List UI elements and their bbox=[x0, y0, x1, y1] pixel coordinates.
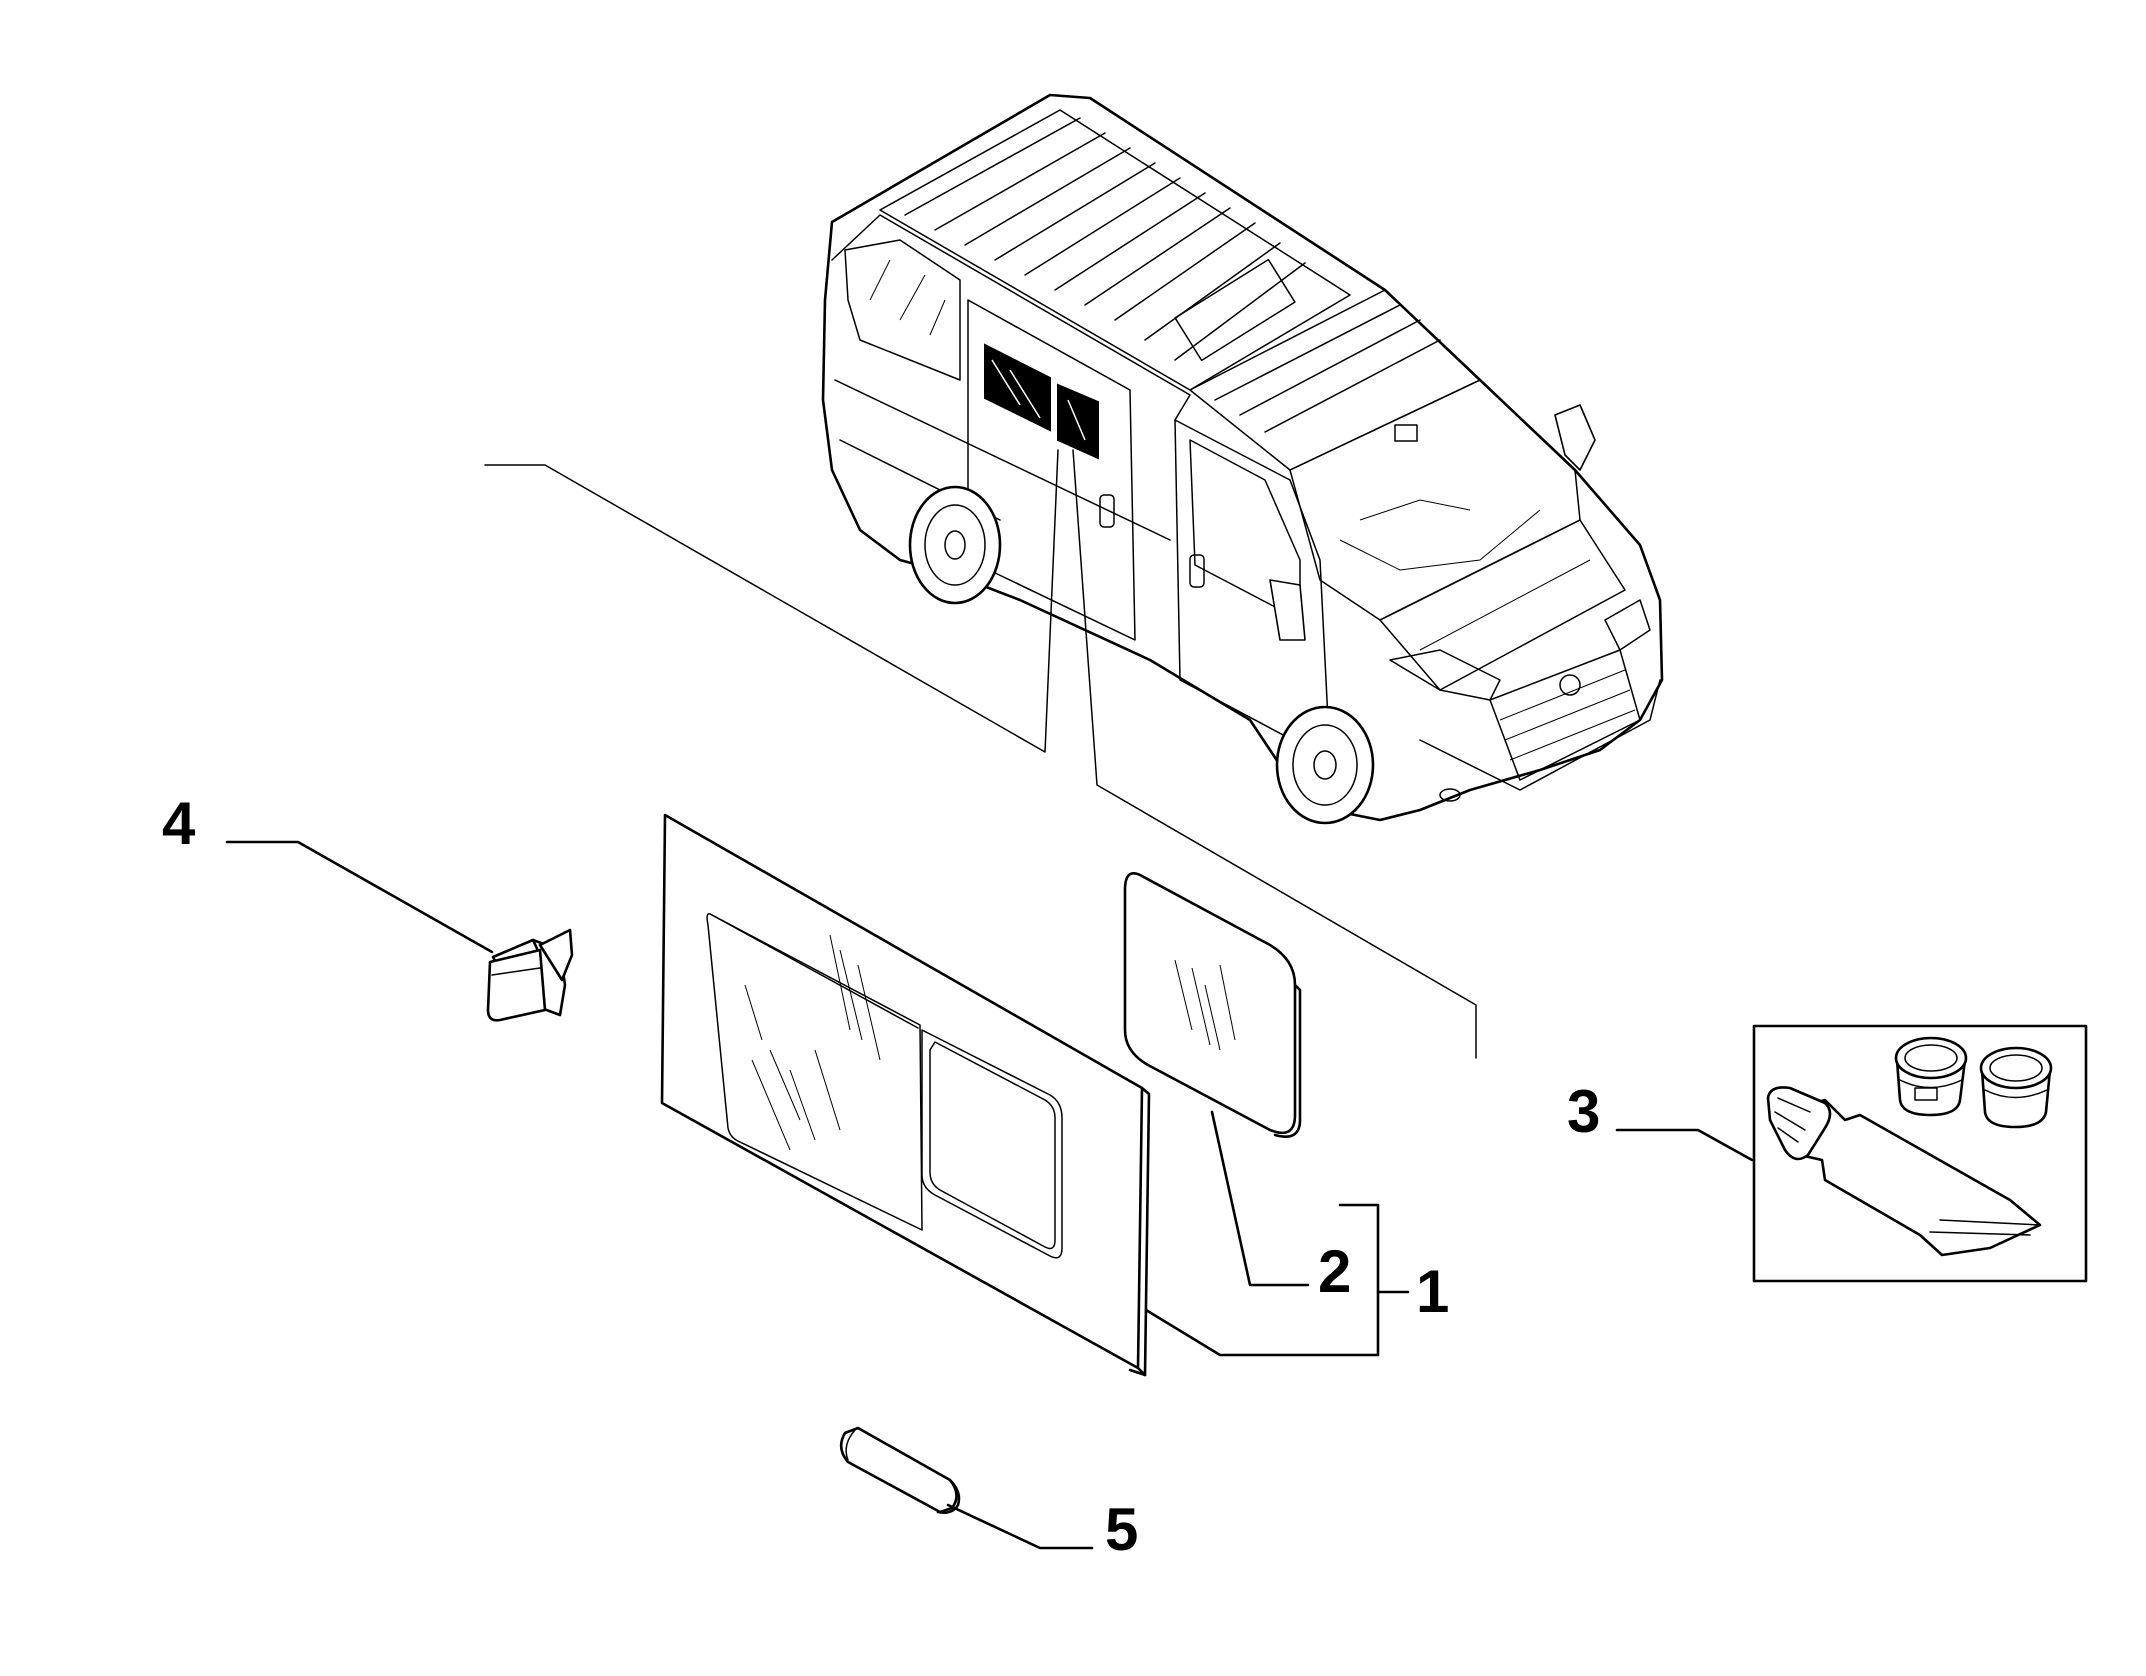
small-window-glass-icon bbox=[1123, 872, 1302, 1138]
highlighted-windows bbox=[984, 343, 1099, 460]
van-illustration-icon bbox=[821, 93, 1664, 825]
leader-lines bbox=[484, 449, 1477, 1059]
part-4-leader bbox=[225, 840, 494, 954]
rear-wheel bbox=[908, 485, 1002, 605]
part-label-3: 3 bbox=[1567, 1078, 1600, 1145]
part-1-bracket bbox=[1144, 1203, 1410, 1357]
part-label-5: 5 bbox=[1105, 1496, 1138, 1563]
sealant-kit-icon bbox=[1752, 1024, 2088, 1283]
sealant-pot-1 bbox=[1894, 1036, 1968, 1117]
part-label-4: 4 bbox=[162, 790, 196, 857]
part-label-2: 2 bbox=[1318, 1238, 1351, 1305]
sealant-pot-2 bbox=[1979, 1046, 2053, 1129]
clip-part-icon bbox=[486, 928, 574, 1022]
part-5-leader bbox=[946, 1503, 1094, 1550]
sliding-window-panel-icon bbox=[660, 813, 1151, 1377]
part-2-leader bbox=[1210, 1110, 1310, 1287]
trim-part-icon bbox=[839, 1426, 961, 1514]
part-label-1: 1 bbox=[1416, 1258, 1449, 1325]
front-wheel bbox=[1275, 705, 1375, 825]
part-3-leader bbox=[1615, 1128, 1754, 1162]
